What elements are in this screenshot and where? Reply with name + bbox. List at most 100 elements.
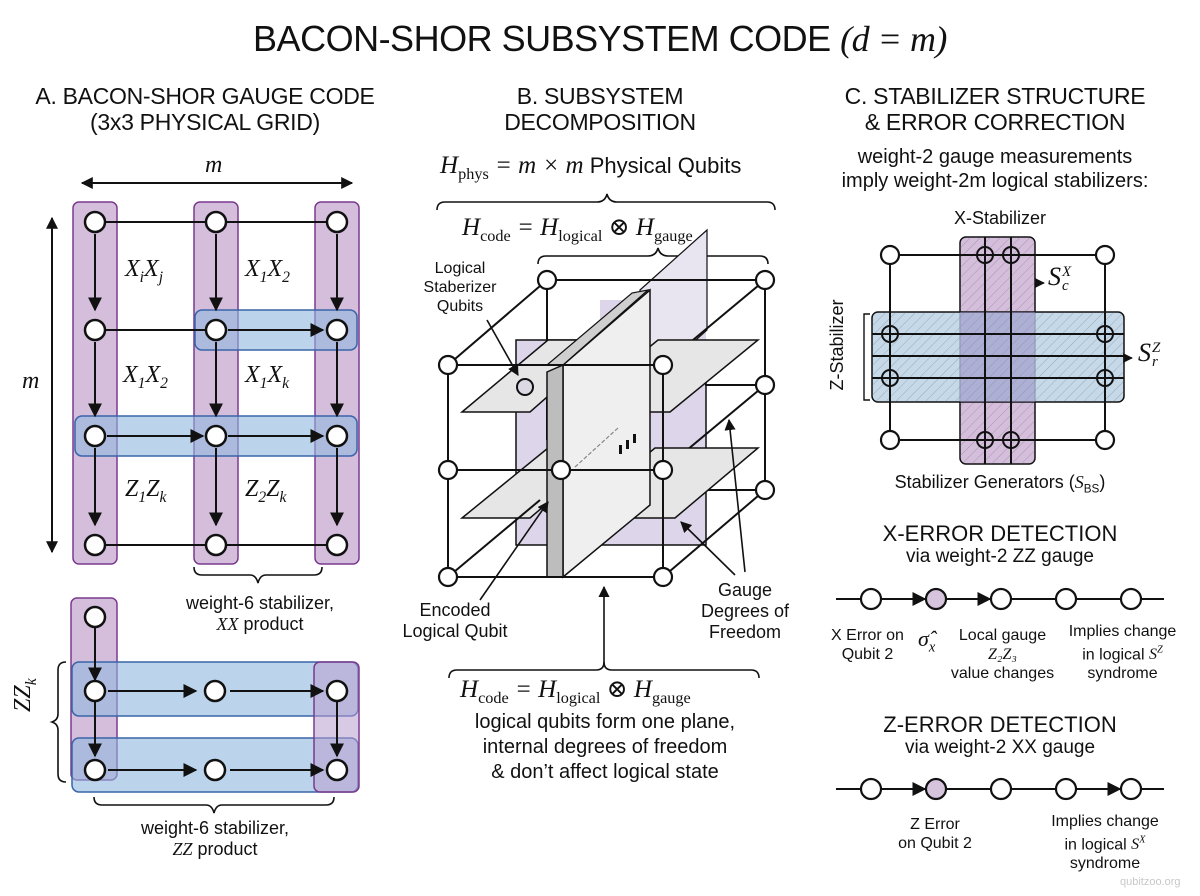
qubit-node — [881, 369, 899, 387]
chain-qubit-error — [924, 777, 948, 801]
qubit-node — [83, 318, 107, 342]
chain-qubit — [989, 777, 1013, 801]
logical-stabilizer-label: Logical Staberizer Qubits — [423, 260, 497, 315]
qubit-node — [976, 246, 994, 264]
qubit-node — [83, 758, 107, 782]
z-error-heading: Z-ERROR DETECTION via weight-2 XX gauge — [883, 712, 1117, 759]
qubit-node — [203, 679, 227, 703]
local-gauge-label: Local gauge Z₂Z₃ value changes — [950, 627, 1055, 682]
qubit-node — [1094, 244, 1116, 266]
qubit-node — [325, 758, 349, 782]
qubit-node — [203, 758, 227, 782]
qubit-node — [652, 459, 674, 481]
qubit-node — [204, 318, 228, 342]
qubit-node — [83, 605, 107, 629]
dim-label-top: m — [205, 152, 223, 178]
cell-label: Z2Zk — [245, 476, 287, 506]
qubit-node — [1002, 431, 1020, 449]
panel-c-heading: C. STABILIZER STRUCTURE & ERROR CORRECTI… — [844, 83, 1146, 135]
subsystem-description: logical qubits form one plane, internal … — [474, 711, 736, 783]
qubit-node — [550, 459, 572, 481]
chain-qubit — [989, 587, 1013, 611]
panel-b-heading: B. SUBSYSTEM DECOMPOSITION — [504, 83, 696, 135]
x-error-qubit-label: X Error on Qubit 2 — [831, 627, 904, 663]
qubit-node — [325, 533, 349, 557]
qubit-node — [437, 459, 459, 481]
page-title: BACON-SHOR SUBSYSTEM CODE (d = m) — [0, 18, 1200, 60]
encoded-logical-qubit-label: Encoded Logical Qubit — [402, 600, 508, 641]
cell-label: X1X2 — [123, 362, 168, 392]
qubit-node — [325, 318, 349, 342]
cell-label: XiXj — [125, 256, 164, 286]
qubit-node — [204, 424, 228, 448]
qubit-node — [83, 533, 107, 557]
sigma-x-label: σ̂x — [918, 626, 936, 656]
panel-a-heading-line2: (3x3 PHYSICAL GRID) — [90, 109, 320, 135]
qubit-node — [437, 566, 459, 588]
qubit-node — [1096, 369, 1114, 387]
chain-qubit-error — [924, 587, 948, 611]
panel-a-heading-line1: A. BACON-SHOR GAUGE CODE — [35, 83, 375, 109]
qubit-node — [652, 354, 674, 376]
x-error-chain — [836, 587, 1164, 611]
chain-qubit — [859, 587, 883, 611]
logical-stabilizer-qubit — [516, 378, 534, 396]
xx-brace — [193, 566, 323, 584]
qubit-node — [881, 325, 899, 343]
hphys-equation: Hphys = m × m Physical Qubits — [440, 152, 742, 183]
qubit-node — [325, 679, 349, 703]
z-error-chain — [836, 777, 1164, 801]
zz-stabilizer-caption: weight-6 stabilizer, ZZ product — [140, 818, 290, 859]
cell-label: Z1Zk — [125, 476, 167, 506]
ellipsis-icon — [619, 434, 636, 454]
qubit-node — [1002, 246, 1020, 264]
qubit-node — [1094, 429, 1116, 451]
qubit-node — [754, 269, 776, 291]
qubit-node — [754, 479, 776, 501]
z-stabilizer-label: Z-Stabilizer — [827, 299, 847, 391]
chain-qubit — [859, 777, 883, 801]
chain-qubit — [1054, 587, 1078, 611]
xx-stabilizer-caption: weight-6 stabilizer, XX product — [185, 593, 335, 634]
qubit-node — [1096, 325, 1114, 343]
qubit-node — [83, 679, 107, 703]
qubit-node — [325, 424, 349, 448]
qubit-node — [879, 429, 901, 451]
qubit-node — [976, 431, 994, 449]
chain-qubit — [1119, 587, 1143, 611]
x-error-heading: X-ERROR DETECTION via weight-2 ZZ gauge — [882, 521, 1118, 568]
stabilizer-generators-label: Stabilizer Generators (SBS) — [894, 472, 1106, 496]
qubit-node — [879, 244, 901, 266]
dim-label-left: m — [22, 368, 40, 394]
cell-label: X1X2 — [245, 256, 290, 286]
hcode-equation-bottom: Hcode = Hlogical ⊗ Hgauge — [460, 676, 691, 707]
qubit-node — [754, 374, 776, 396]
zz-bottom-brace — [93, 796, 335, 814]
chain-qubit — [1119, 777, 1143, 801]
z-implies-label: Implies change in logical SX syndrome — [1051, 813, 1159, 873]
x-stabilizer-label: X-Stabilizer — [953, 208, 1047, 228]
hcode-brace — [537, 247, 769, 265]
title-math: (d = m) — [840, 19, 947, 59]
qubit-node — [536, 269, 558, 291]
qubit-node — [437, 354, 459, 376]
chain-qubit — [1054, 777, 1078, 801]
panel-a-heading: A. BACON-SHOR GAUGE CODE (3x3 PHYSICAL G… — [10, 83, 400, 135]
zz-brace — [49, 661, 67, 783]
stabilizer-intro: weight-2 gauge measurements imply weight… — [841, 146, 1149, 192]
x-implies-label: Implies change in logical SZ syndrome — [1068, 623, 1177, 683]
qubit-node — [325, 210, 349, 234]
qubit-node — [652, 566, 674, 588]
hphys-brace — [436, 193, 776, 211]
z-error-qubit-label: Z Error on Qubit 2 — [898, 816, 972, 852]
qubit-node — [83, 210, 107, 234]
cell-label: X1Xk — [245, 362, 290, 392]
qubit-node — [204, 533, 228, 557]
hcode-bottom-brace — [448, 661, 760, 679]
title-text: BACON-SHOR SUBSYSTEM CODE — [253, 18, 831, 59]
qubit-node — [204, 210, 228, 234]
